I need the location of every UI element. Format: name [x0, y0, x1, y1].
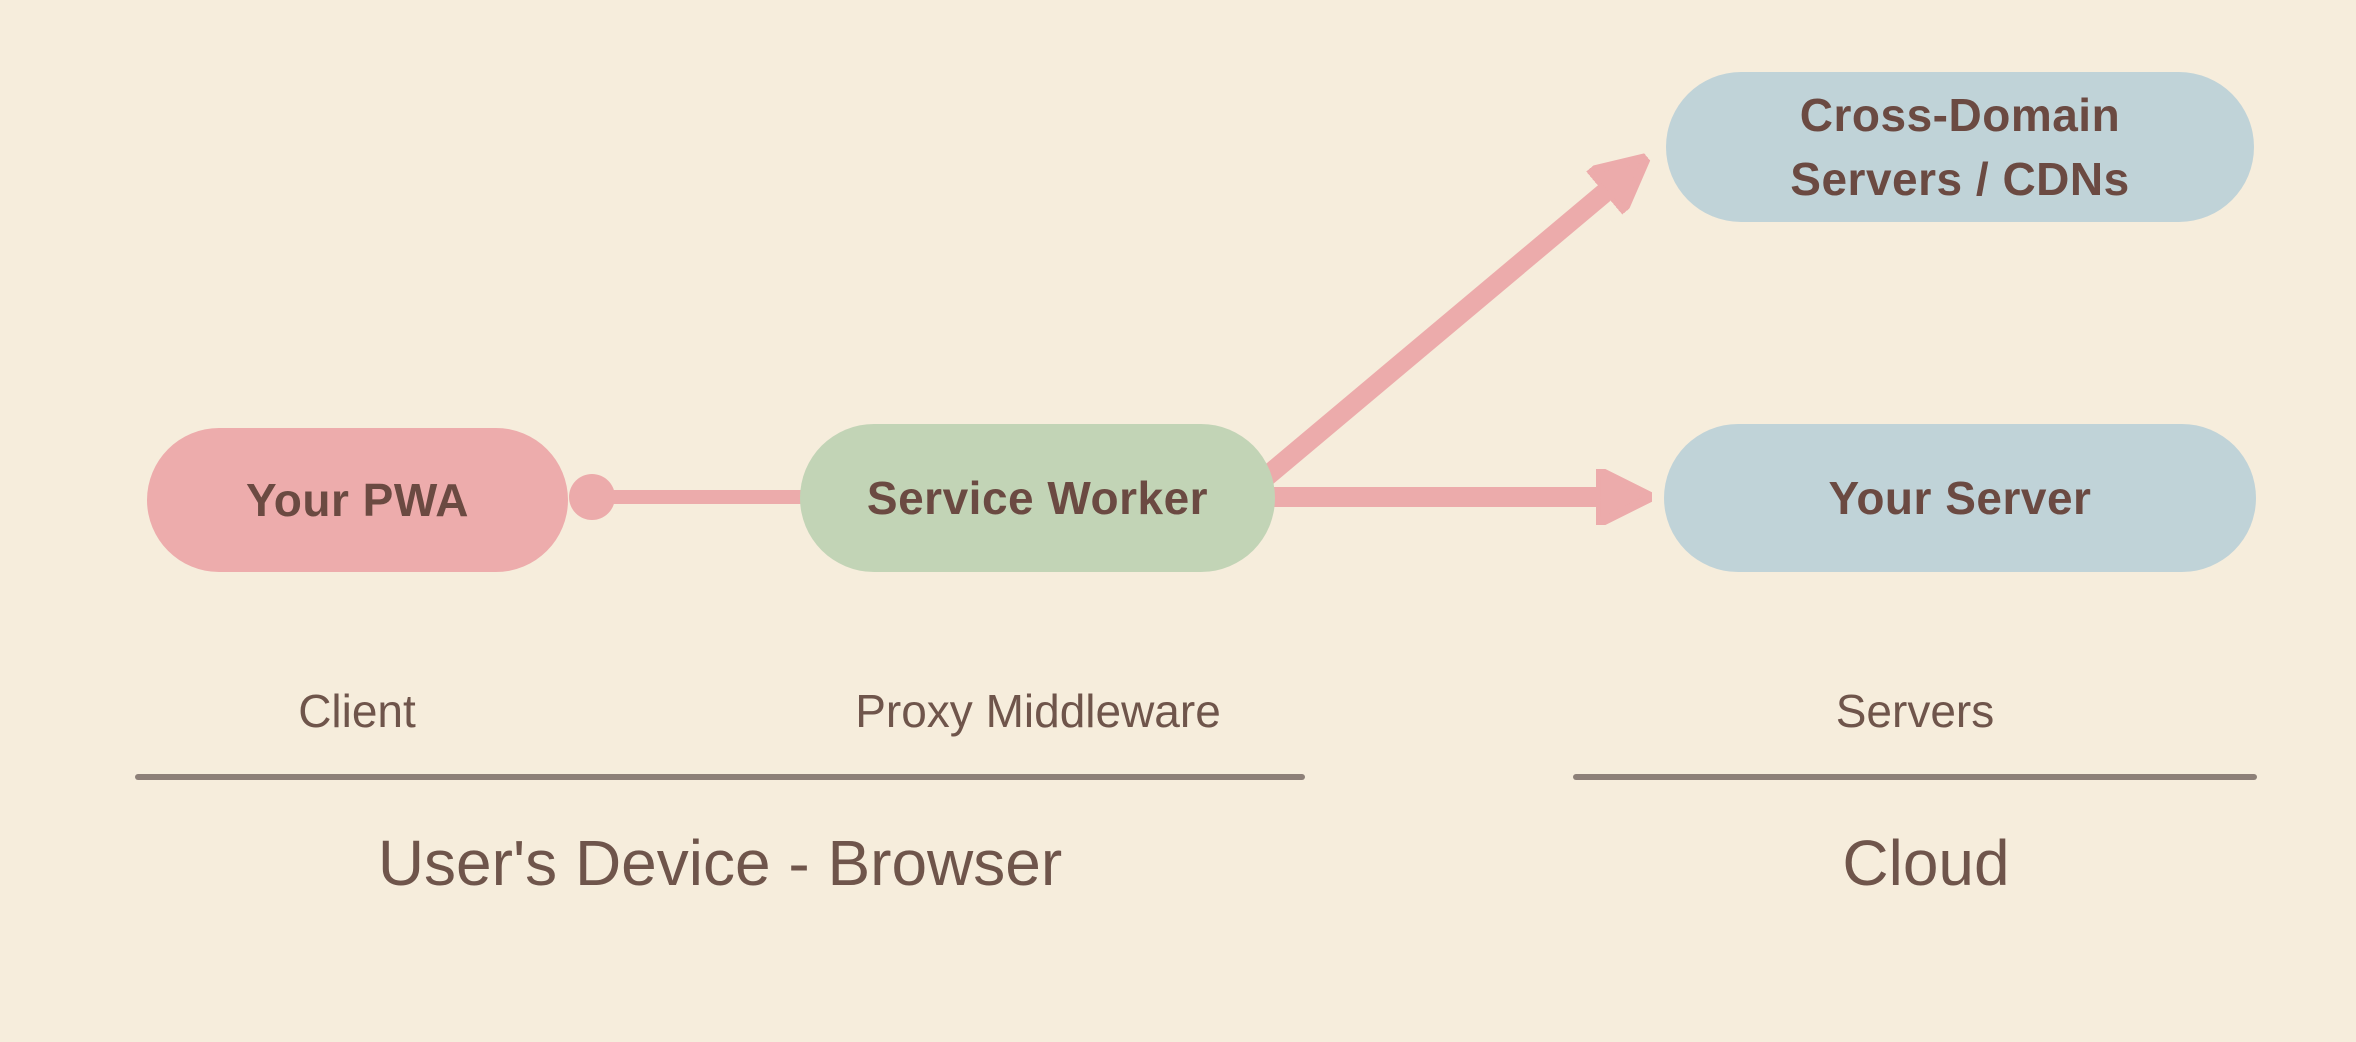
servers-group-divider — [1573, 774, 2257, 780]
node-cross-domain-servers: Cross-Domain Servers / CDNs — [1666, 72, 2254, 222]
node-your-server-label: Your Server — [1828, 472, 2092, 524]
node-cross-domain-servers-label: Cross-Domain Servers / CDNs — [1790, 83, 2129, 211]
edge-service-worker-to-cross-domain — [1241, 184, 1615, 500]
role-label-servers: Servers — [1835, 685, 1995, 737]
edge-dot-pwa — [569, 474, 615, 520]
group-label-cloud: Cloud — [1842, 827, 2010, 899]
group-label-users-device-browser: User's Device - Browser — [377, 827, 1063, 899]
node-your-pwa: Your PWA — [147, 428, 568, 572]
role-label-proxy-middleware: Proxy Middleware — [855, 685, 1221, 737]
node-cross-domain-line-1: Cross-Domain — [1799, 89, 2121, 141]
node-cross-domain-line-2: Servers / CDNs — [1790, 153, 2130, 205]
node-your-pwa-label: Your PWA — [246, 474, 469, 526]
client-group-divider — [135, 774, 1305, 780]
node-your-server: Your Server — [1664, 424, 2256, 572]
role-label-client: Client — [298, 685, 416, 737]
node-service-worker-label: Service Worker — [866, 472, 1209, 524]
node-service-worker: Service Worker — [800, 424, 1275, 572]
